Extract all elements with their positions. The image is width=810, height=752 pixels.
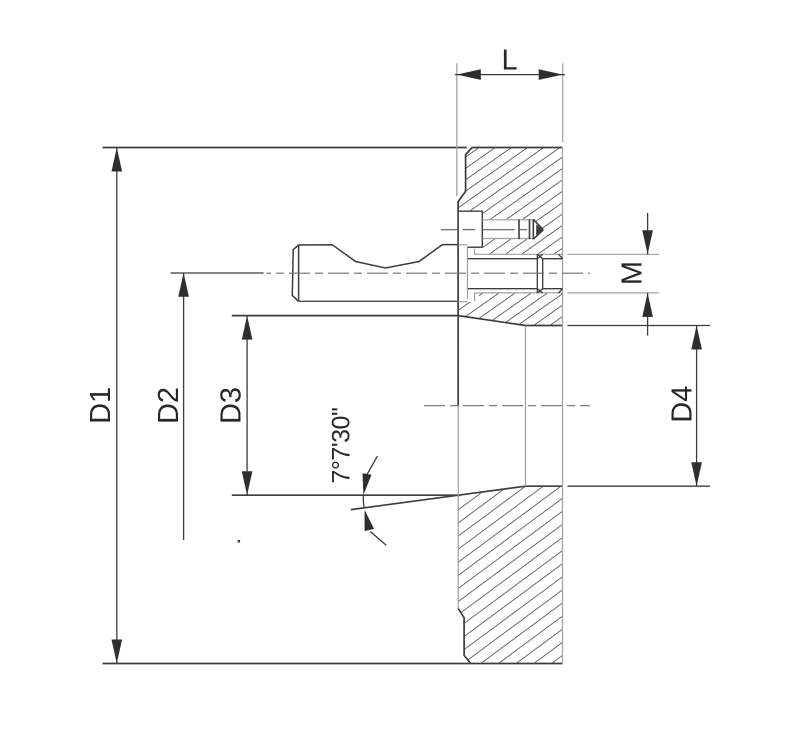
svg-text:D4: D4	[667, 386, 699, 423]
svg-text:D1: D1	[85, 387, 117, 424]
svg-text:D3: D3	[215, 387, 247, 424]
svg-text:L: L	[502, 44, 518, 76]
svg-text:7°7'30'': 7°7'30''	[328, 408, 356, 484]
svg-text:D2: D2	[153, 387, 185, 424]
svg-text:M: M	[617, 261, 649, 285]
